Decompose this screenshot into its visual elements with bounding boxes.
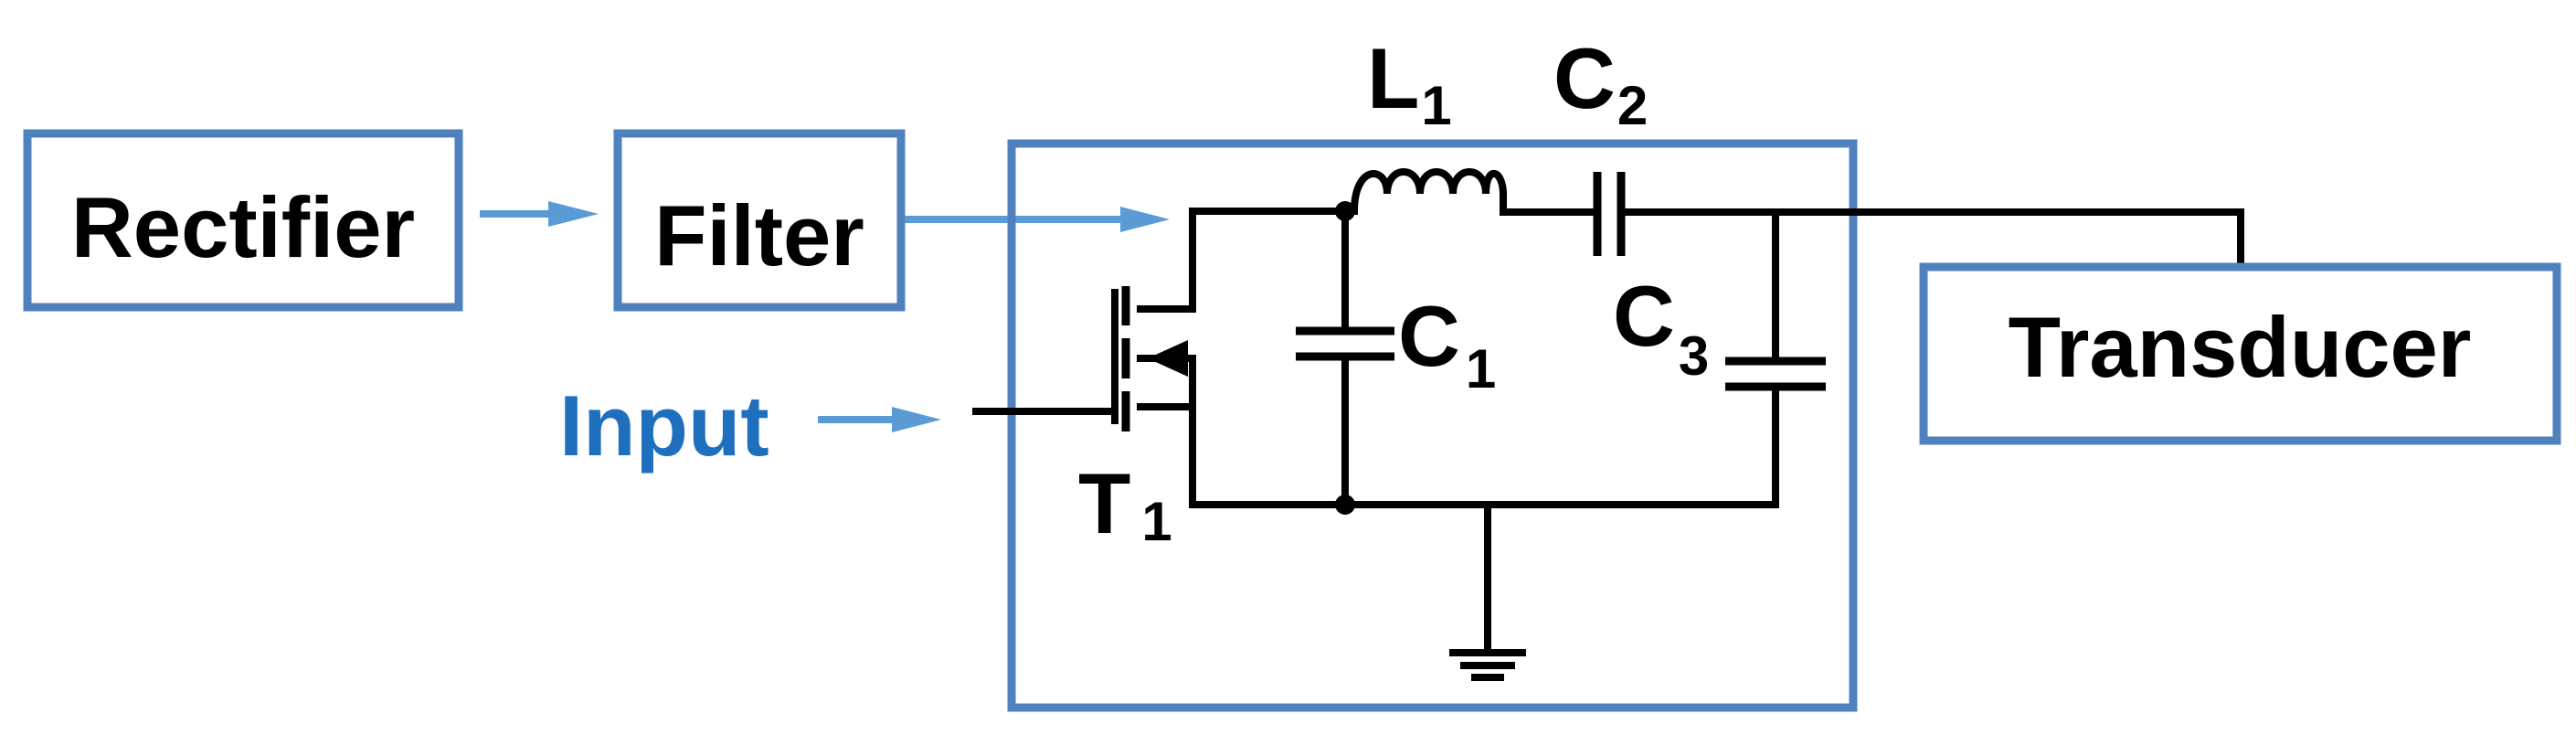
arrow-rectifier-to-filter <box>480 201 599 227</box>
junction-dot <box>1335 495 1355 515</box>
rectifier-block: Rectifier <box>23 129 463 312</box>
circuit-wires <box>972 191 2244 655</box>
c2-label: C2 <box>1553 30 1648 136</box>
rectifier-box <box>23 129 463 312</box>
arrow-filter-to-circuit <box>905 207 1170 232</box>
inductor-l1: L1 <box>1350 30 1508 216</box>
filter-box <box>613 129 906 312</box>
c3-label: C3 <box>1613 268 1709 387</box>
inductor-coil-icon <box>1350 168 1508 216</box>
junction-dots <box>1335 201 1355 515</box>
circuit-enclosure <box>1007 139 1858 712</box>
filter-block: Filter <box>613 129 906 312</box>
l1-label: L1 <box>1367 30 1452 136</box>
capacitor-c3: C3 <box>1613 268 1826 391</box>
rectifier-label: Rectifier <box>71 179 415 275</box>
filter-label: Filter <box>654 187 864 283</box>
capacitor-c2: C2 <box>1553 30 1648 256</box>
transducer-box <box>1919 262 2561 445</box>
transducer-label: Transducer <box>2009 299 2472 395</box>
ground-icon <box>1449 649 1526 681</box>
t1-arrow-icon <box>1148 340 1188 377</box>
input-label: Input <box>559 378 769 474</box>
transducer-block: Transducer <box>1919 262 2561 445</box>
input-signal: Input <box>559 378 941 474</box>
junction-dot <box>1335 201 1355 221</box>
